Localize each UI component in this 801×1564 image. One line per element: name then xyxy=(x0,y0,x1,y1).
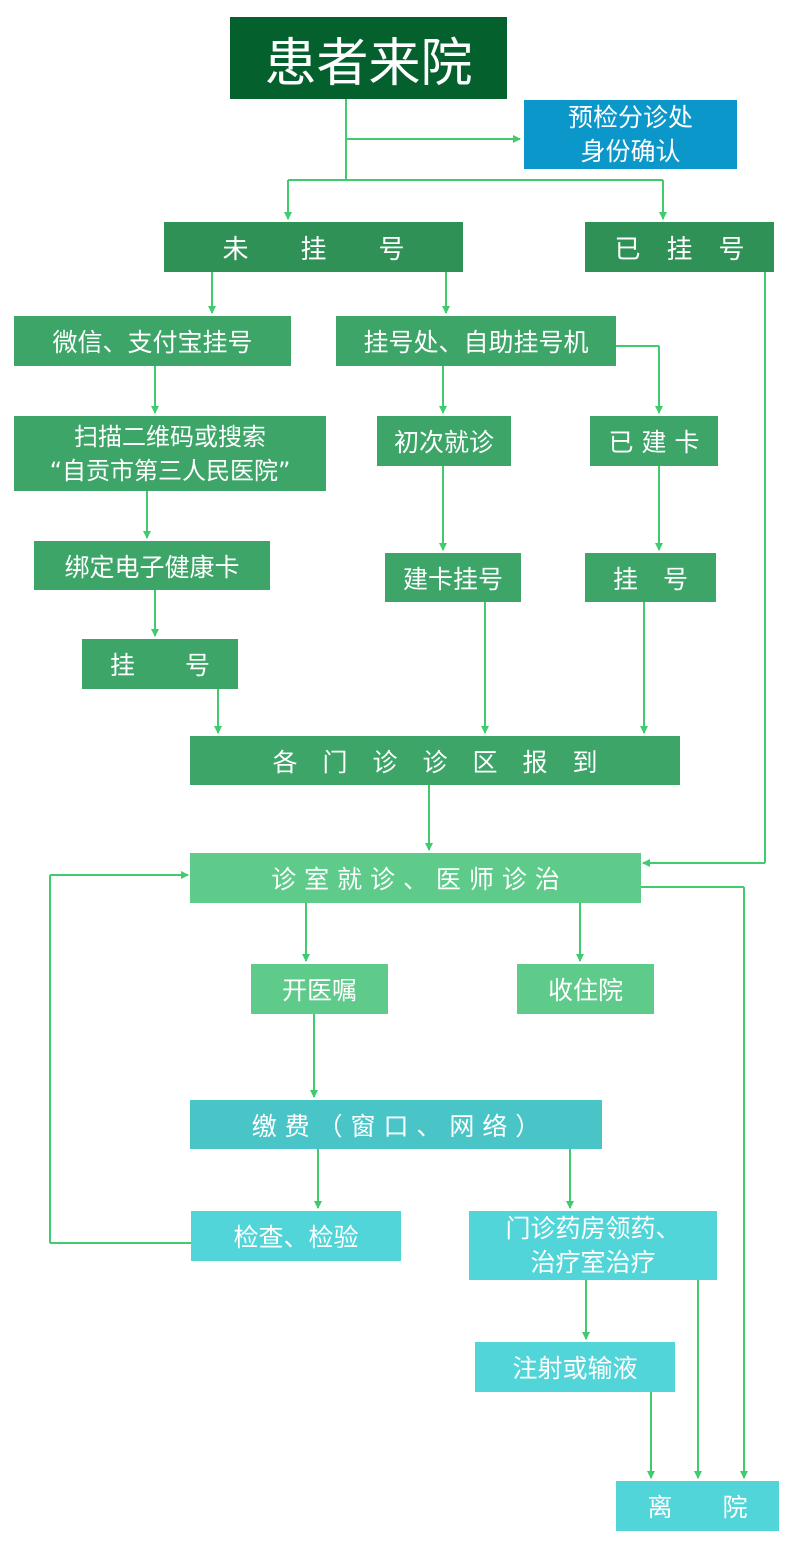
prescribe-node: 开医嘱 xyxy=(251,964,388,1014)
discharge-node: 离 院 xyxy=(616,1481,779,1531)
pharmacy-node: 门诊药房领药、 治疗室治疗 xyxy=(469,1211,717,1280)
bind-card-node: 绑定电子健康卡 xyxy=(34,541,270,590)
scan-qr-node: 扫描二维码或搜索 “自贡市第三人民医院” xyxy=(14,416,326,491)
has-card-node: 已 建 卡 xyxy=(590,416,718,466)
admit-node: 收住院 xyxy=(517,964,654,1014)
not-registered-node: 未 挂 号 xyxy=(164,222,463,272)
exam-node: 检查、检验 xyxy=(191,1211,401,1261)
consult-node: 诊 室 就 诊 、 医 师 诊 治 xyxy=(190,853,641,903)
registered-node: 已 挂 号 xyxy=(585,222,774,272)
checkin-node: 各 门 诊 诊 区 报 到 xyxy=(190,736,680,785)
register-card-node: 挂 号 xyxy=(585,553,716,602)
register-wechat-node: 挂 号 xyxy=(82,639,238,689)
payment-node: 缴 费 （ 窗 口 、 网 络 ） xyxy=(190,1100,602,1149)
counter-kiosk-node: 挂号处、自助挂号机 xyxy=(336,316,616,366)
pre-check-node: 预检分诊处 身份确认 xyxy=(524,100,737,169)
wechat-alipay-node: 微信、支付宝挂号 xyxy=(14,316,291,366)
create-card-register-node: 建卡挂号 xyxy=(385,553,521,602)
first-visit-node: 初次就诊 xyxy=(377,416,511,466)
start-node: 患者来院 xyxy=(230,17,507,99)
injection-node: 注射或输液 xyxy=(475,1342,675,1392)
